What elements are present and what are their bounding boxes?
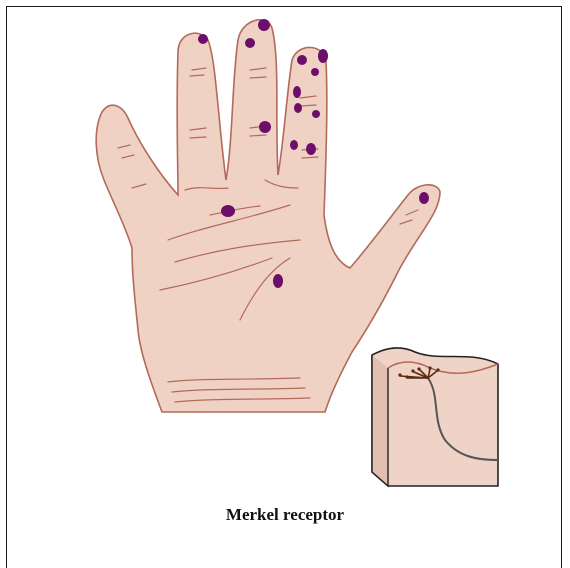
- receptor-dot: [306, 143, 316, 155]
- receptor-dot: [297, 55, 307, 65]
- receptor-dot: [311, 68, 319, 76]
- skin-cross-section: [372, 348, 498, 486]
- receptor-dot: [419, 192, 429, 204]
- receptor-dot: [293, 86, 301, 98]
- figure-caption: Merkel receptor: [0, 505, 570, 525]
- receptor-dot: [318, 49, 328, 63]
- receptor-dot: [258, 19, 270, 31]
- receptor-dot: [259, 121, 271, 133]
- receptor-dot: [273, 274, 283, 288]
- receptor-dot: [221, 205, 235, 217]
- receptor-dot: [198, 34, 208, 44]
- receptor-dot: [245, 38, 255, 48]
- receptor-dot: [294, 103, 302, 113]
- receptor-dot: [290, 140, 298, 150]
- receptor-dot: [312, 110, 320, 118]
